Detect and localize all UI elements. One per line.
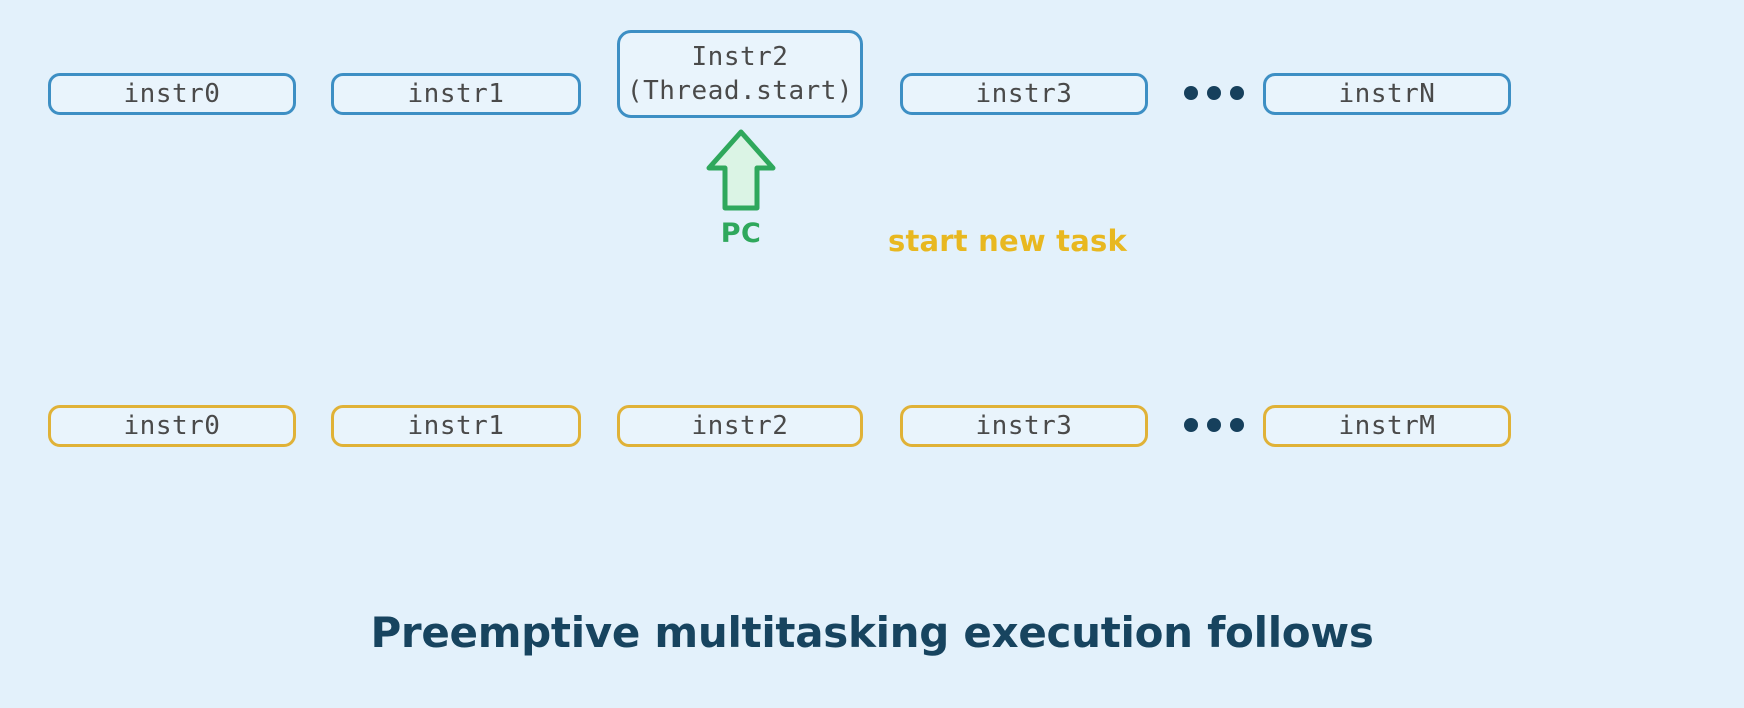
instr-box-thread-0: instr0 — [48, 73, 296, 115]
ellipsis-icon-thread-row — [1184, 86, 1244, 100]
ellipsis-dot — [1230, 86, 1244, 100]
instr-box-thread-3: instr3 — [900, 73, 1148, 115]
instr-sublabel: (Thread.start) — [626, 76, 854, 106]
instr-box-thread-n: instrN — [1263, 73, 1511, 115]
ellipsis-dot — [1230, 418, 1244, 432]
instr-label: instr0 — [123, 411, 221, 441]
instr-box-main-2: instr2 — [617, 405, 863, 447]
instr-label: instrM — [1338, 411, 1436, 441]
instr-label: instr1 — [407, 79, 505, 109]
instr-label: instr3 — [975, 411, 1073, 441]
ellipsis-dot — [1184, 86, 1198, 100]
ellipsis-dot — [1207, 86, 1221, 100]
pc-label: PC — [720, 218, 762, 249]
instr-label: instr0 — [123, 79, 221, 109]
instr-label: instr3 — [975, 79, 1073, 109]
start-new-task-label: start new task — [888, 224, 1127, 258]
instr-box-main-1: instr1 — [331, 405, 581, 447]
instr-label: Instr2 — [691, 42, 789, 72]
instr-label: instrN — [1338, 79, 1436, 109]
instr-box-thread-2-thread-start: Instr2 (Thread.start) — [617, 30, 863, 118]
diagram-caption: Preemptive multitasking execution follow… — [370, 608, 1374, 657]
instr-box-main-m: instrM — [1263, 405, 1511, 447]
instr-box-main-3: instr3 — [900, 405, 1148, 447]
instr-label: instr1 — [407, 411, 505, 441]
arrow-up-icon — [705, 128, 777, 212]
instr-label: instr2 — [691, 411, 789, 441]
ellipsis-dot — [1207, 418, 1221, 432]
instr-box-thread-1: instr1 — [331, 73, 581, 115]
ellipsis-icon-main-row — [1184, 418, 1244, 432]
instr-box-main-0: instr0 — [48, 405, 296, 447]
ellipsis-dot — [1184, 418, 1198, 432]
